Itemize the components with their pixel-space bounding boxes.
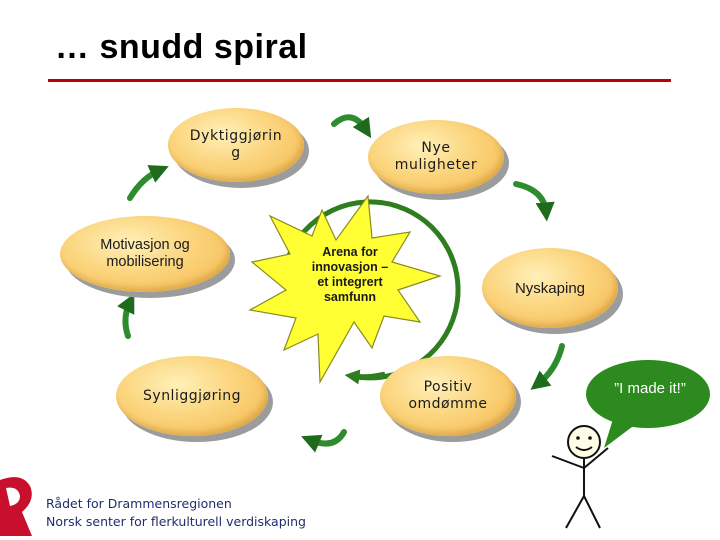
node-label: Synliggjøring xyxy=(143,387,241,404)
starburst-icon xyxy=(248,194,443,385)
node-label: Motivasjon og mobilisering xyxy=(100,237,190,270)
footer-org-line-2: Norsk senter for flerkulturell verdiskap… xyxy=(46,514,306,529)
logo-icon xyxy=(0,477,32,536)
node-label: Dyktiggjørin g xyxy=(189,128,283,161)
node-positiv-omdomme: Positiv omdømme xyxy=(380,356,516,436)
node-motivasjon: Motivasjon og mobilisering xyxy=(60,216,230,292)
stick-figure-icon xyxy=(551,425,609,529)
title-rule xyxy=(48,79,671,82)
slide-title: … snudd spiral xyxy=(55,28,308,66)
node-label: Nyskaping xyxy=(514,279,586,297)
node-label: Nye muligheter xyxy=(394,140,478,173)
footer-org-line-1: Rådet for Drammensregionen xyxy=(46,496,232,511)
node-nye-muligheter: Nye muligheter xyxy=(368,120,504,194)
center-label: Arena for innovasjon – et integrert samf… xyxy=(311,245,389,304)
node-nyskaping: Nyskaping xyxy=(482,248,618,328)
speech-bubble-text: ”I made it!” xyxy=(614,380,686,397)
node-dyktiggjoring: Dyktiggjørin g xyxy=(168,108,304,182)
node-synliggjoring: Synliggjøring xyxy=(116,356,268,436)
speech-bubble-icon xyxy=(586,360,710,448)
node-label: Positiv omdømme xyxy=(408,379,488,412)
curved-arrow-icon xyxy=(117,114,565,453)
